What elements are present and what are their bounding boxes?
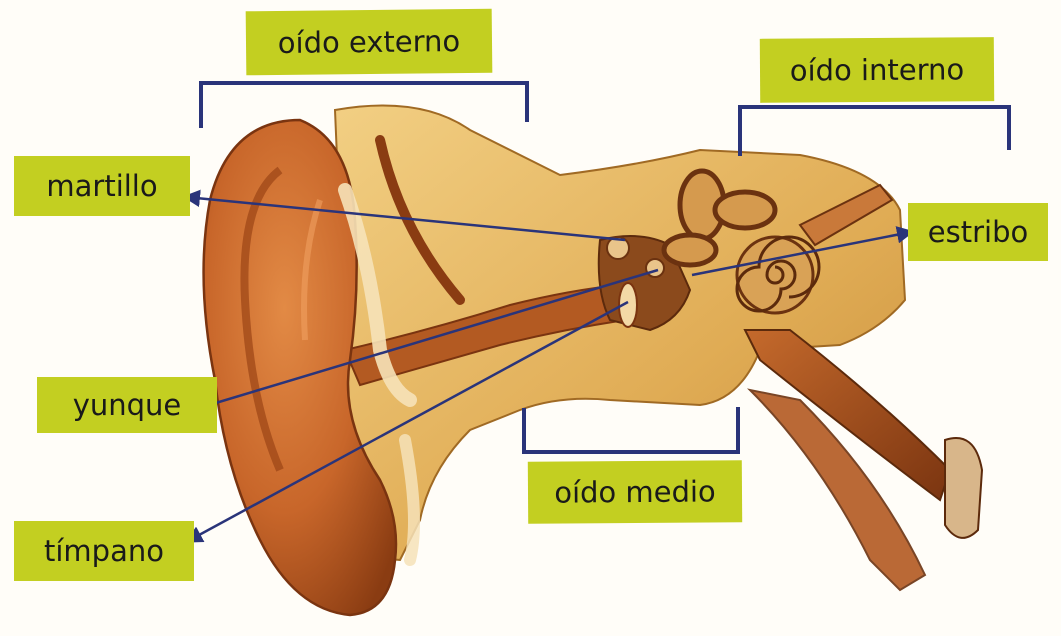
label-oido-interno: oído interno bbox=[760, 37, 994, 103]
label-yunque: yunque bbox=[37, 377, 217, 433]
tube-end bbox=[945, 438, 982, 538]
bracket-oido-interno bbox=[740, 107, 1009, 156]
bracket-oido-medio bbox=[524, 407, 738, 452]
label-oido-externo: oído externo bbox=[246, 9, 493, 76]
anvil-bone bbox=[646, 259, 664, 277]
label-timpano: tímpano bbox=[14, 521, 194, 581]
label-oido-medio: oído medio bbox=[528, 460, 742, 523]
label-martillo: martillo bbox=[14, 156, 190, 216]
label-estribo: estribo bbox=[908, 203, 1048, 261]
